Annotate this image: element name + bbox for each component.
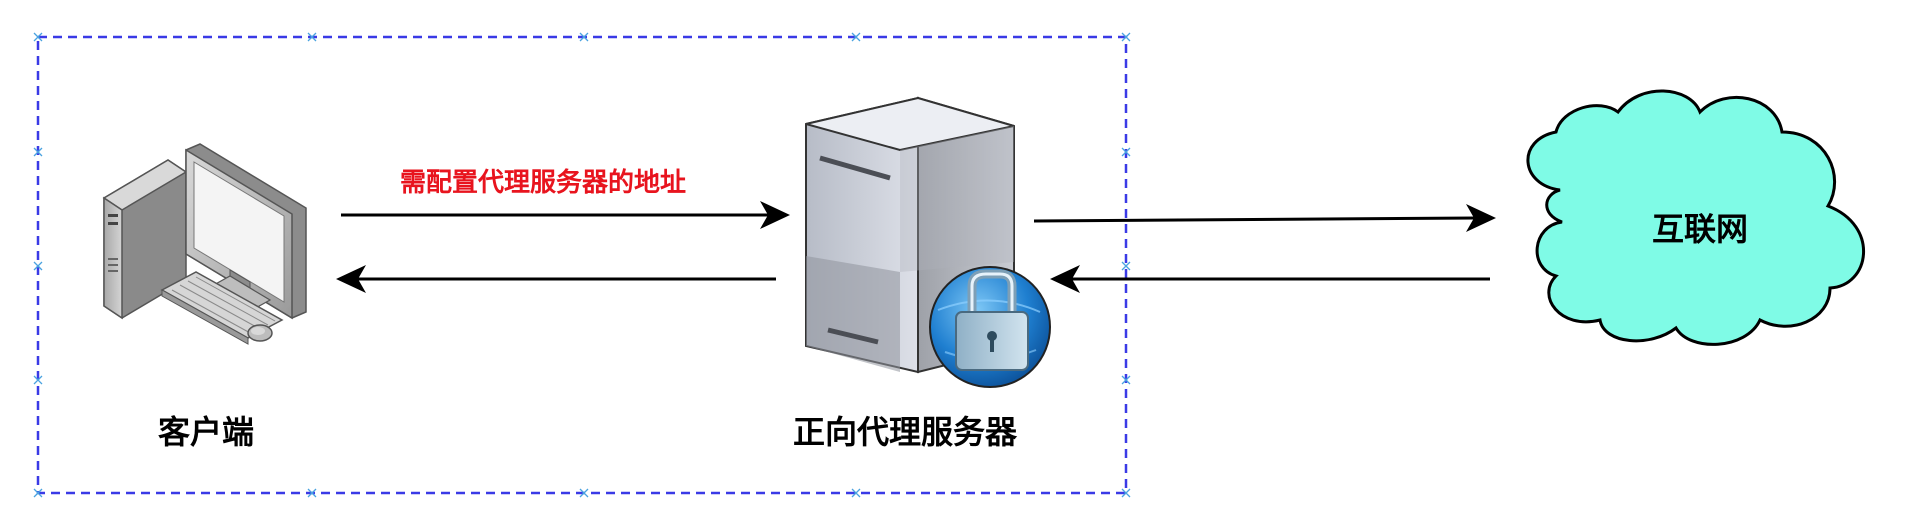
local-network-boundary bbox=[33, 32, 1131, 498]
arrow-proxy-to-client bbox=[336, 265, 776, 293]
internet-label: 互联网 bbox=[1652, 210, 1748, 248]
proxy-server-label: 正向代理服务器 bbox=[793, 413, 1018, 451]
boundary-handles bbox=[33, 32, 1131, 498]
padlock-globe-icon bbox=[929, 266, 1051, 388]
cloud-icon bbox=[1526, 89, 1866, 346]
desktop-computer-icon bbox=[102, 143, 307, 345]
arrow-client-to-proxy bbox=[341, 201, 790, 229]
connection-arrows bbox=[336, 201, 1496, 293]
client-label: 客户端 bbox=[158, 413, 254, 451]
arrow-proxy-to-internet bbox=[1033, 204, 1496, 232]
arrow-internet-to-proxy bbox=[1050, 265, 1490, 293]
config-note-label: 需配置代理服务器的地址 bbox=[400, 167, 686, 198]
